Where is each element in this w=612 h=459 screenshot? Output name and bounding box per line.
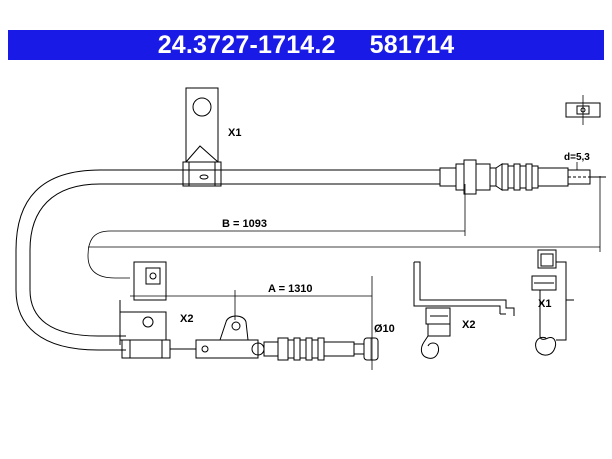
- dimension-b-line: [87, 176, 601, 279]
- reference-number: 581714: [369, 30, 455, 59]
- label-x2-detail: X2: [462, 319, 475, 331]
- upper-end-fitting: [439, 159, 606, 195]
- label-x2-left: X2: [180, 313, 193, 325]
- label-diameter: Ø10: [374, 323, 395, 335]
- label-dimension-d: d=5,3: [564, 152, 590, 163]
- label-dimension-b: B = 1093: [222, 218, 267, 230]
- label-dimension-a: A = 1310: [268, 283, 313, 295]
- label-x1-detail: X1: [538, 298, 551, 310]
- part-number: 24.3727-1714.2: [157, 30, 336, 59]
- detail-x1: [531, 249, 574, 356]
- single-cable-icon: [565, 95, 601, 125]
- label-x1-top: X1: [228, 127, 241, 139]
- brake-cable: [15, 169, 440, 351]
- lower-end-fitting: [195, 315, 379, 361]
- dimension-a-line: [130, 276, 373, 370]
- detail-x2: [413, 261, 515, 359]
- title-bar: 24.3727-1714.2 581714: [8, 30, 604, 60]
- bracket-x1-top: [182, 87, 222, 187]
- bracket-x2-left: [119, 261, 196, 359]
